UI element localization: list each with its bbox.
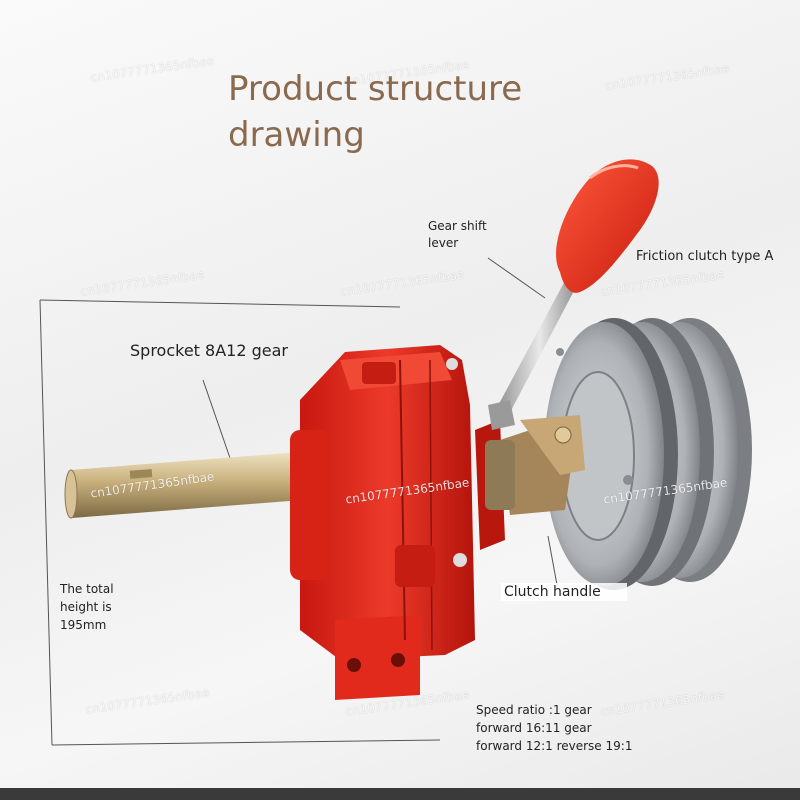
title-line-2: drawing [228,115,365,155]
gear-shift-label-line-2: lever [428,236,459,250]
page-title: Product structure drawing [228,66,558,158]
friction-clutch-label: Friction clutch type A [636,249,774,264]
friction-clutch-pulley [544,318,752,590]
speed-ratio-line-3: forward 12:1 reverse 19:1 [476,739,633,753]
output-shaft [64,452,302,519]
sprocket-label: Sprocket 8A12 gear [130,341,288,360]
bottom-border-bar [0,788,800,800]
height-label-line-1: The total [60,582,114,596]
gear-shift-lever-label: Gear shift lever [428,218,498,252]
gear-shift-label-line-1: Gear shift [428,219,487,233]
speed-ratio-line-2: forward 16:11 gear [476,721,592,735]
gear-shift-lever-art [488,159,659,430]
title-line-1: Product structure [228,69,523,109]
clutch-assembly [485,415,585,515]
height-label-line-3: 195mm [60,618,107,632]
gearbox-body [290,345,505,700]
clutch-handle-label: Clutch handle [501,583,627,601]
total-height-label: The total height is 195mm [60,580,140,634]
speed-ratio-line-1: Speed ratio :1 gear [476,703,592,717]
leader-lines [39,257,558,746]
speed-ratio-text: Speed ratio :1 gear forward 16:11 gear f… [476,701,726,755]
height-label-line-2: height is [60,600,112,614]
